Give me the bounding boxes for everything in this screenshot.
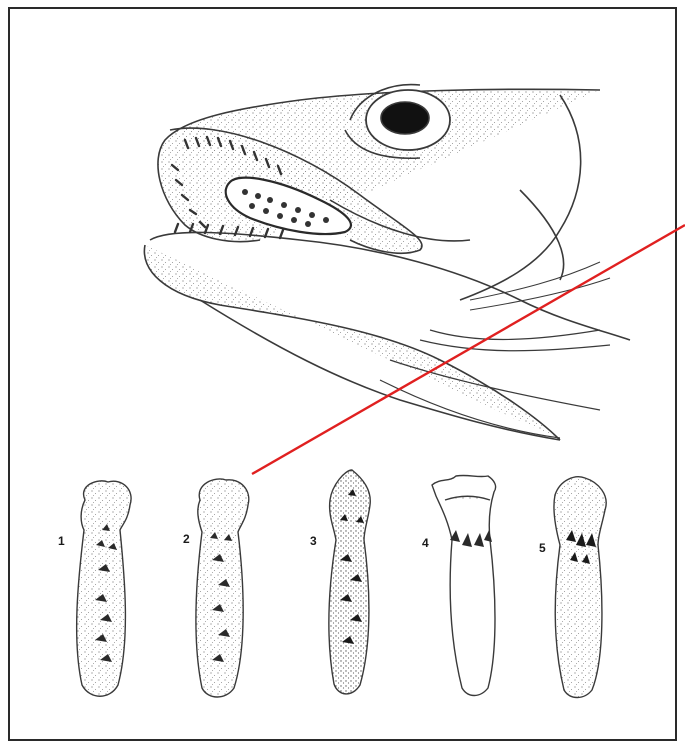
tooth-label-4: 4 — [422, 537, 429, 549]
tooth-label-1: 1 — [58, 535, 65, 547]
tooth-3 — [329, 470, 370, 694]
tooth-4 — [432, 475, 496, 695]
tooth-label-2: 2 — [183, 533, 190, 545]
tooth-2 — [196, 479, 249, 697]
tooth-label-3: 3 — [310, 535, 317, 547]
pointer-line — [252, 225, 685, 474]
tooth-5 — [554, 477, 606, 698]
tooth-1 — [77, 481, 131, 696]
tooth-label-5: 5 — [539, 542, 546, 554]
